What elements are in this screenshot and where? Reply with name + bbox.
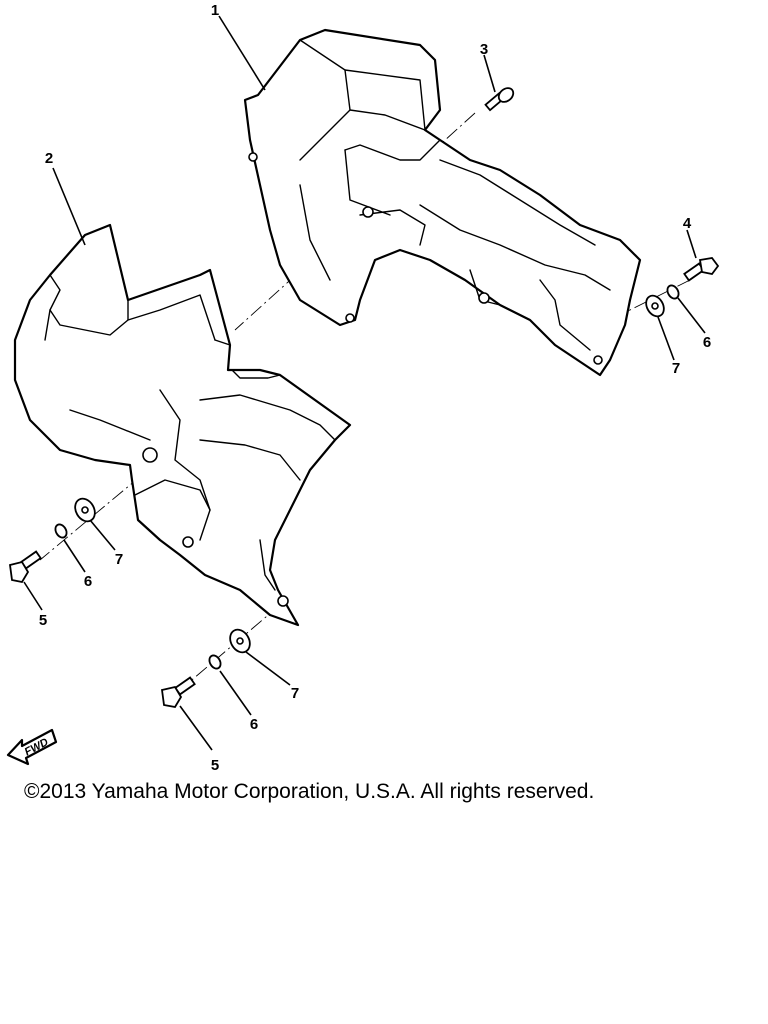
callout-3: 3 — [480, 41, 488, 58]
leader-line-7-left — [89, 519, 116, 551]
washer-hole — [81, 506, 89, 514]
upper-shroud-part — [243, 28, 642, 377]
mount-hole — [142, 447, 158, 463]
callout-7-left: 7 — [115, 551, 123, 568]
bolt-part-4 — [683, 257, 720, 282]
mount-hole — [478, 292, 490, 304]
assembly-axis-bottom — [179, 604, 281, 691]
callout-2: 2 — [45, 150, 53, 167]
callout-6-left: 6 — [84, 573, 92, 590]
leader-line-7-bottom — [245, 651, 291, 686]
callout-7-bottom: 7 — [291, 685, 299, 702]
bolt-part-5-left — [9, 550, 42, 584]
leader-line-5-bottom — [179, 705, 213, 751]
lock-washer-part-6-bottom — [208, 654, 222, 670]
leader-line-2 — [52, 167, 86, 246]
callout-1: 1 — [211, 2, 219, 19]
bolt-part-5-bottom — [160, 676, 196, 708]
leader-line-6-bottom — [219, 670, 252, 716]
callout-7-right: 7 — [672, 360, 680, 377]
fwd-arrow-icon: FWD — [6, 728, 58, 766]
leader-line-6-left — [63, 539, 86, 573]
copyright-notice: ©2013 Yamaha Motor Corporation, U.S.A. A… — [24, 780, 595, 803]
leader-line-7-right — [657, 316, 675, 361]
callout-5-left: 5 — [39, 612, 47, 629]
mount-hole — [362, 206, 374, 218]
mount-hole — [248, 152, 258, 162]
mount-hole — [345, 313, 355, 323]
parts-exploded-diagram: 1 2 3 4 6 7 7 6 5 7 6 5 FWD — [6, 2, 720, 774]
leader-line-6-right — [677, 297, 706, 334]
washer-hole — [651, 302, 659, 310]
mount-hole — [182, 536, 194, 548]
callout-6-right: 6 — [703, 334, 711, 351]
callout-4: 4 — [683, 215, 692, 232]
washer-hole — [236, 637, 244, 645]
lock-washer-part-6-right — [666, 284, 680, 300]
mount-hole — [277, 595, 289, 607]
screw-part-3 — [484, 87, 515, 112]
mount-hole — [593, 355, 603, 365]
callout-6-bottom: 6 — [250, 716, 258, 733]
leader-line-5-left — [23, 581, 43, 611]
fwd-marker-label: FWD — [23, 736, 51, 758]
leader-line-4 — [686, 229, 697, 259]
leader-line-3 — [483, 54, 496, 93]
leader-line-1 — [218, 15, 266, 91]
callout-5-bottom: 5 — [211, 757, 219, 774]
lock-washer-part-6-left — [54, 523, 68, 539]
lower-shroud-part — [13, 223, 352, 627]
